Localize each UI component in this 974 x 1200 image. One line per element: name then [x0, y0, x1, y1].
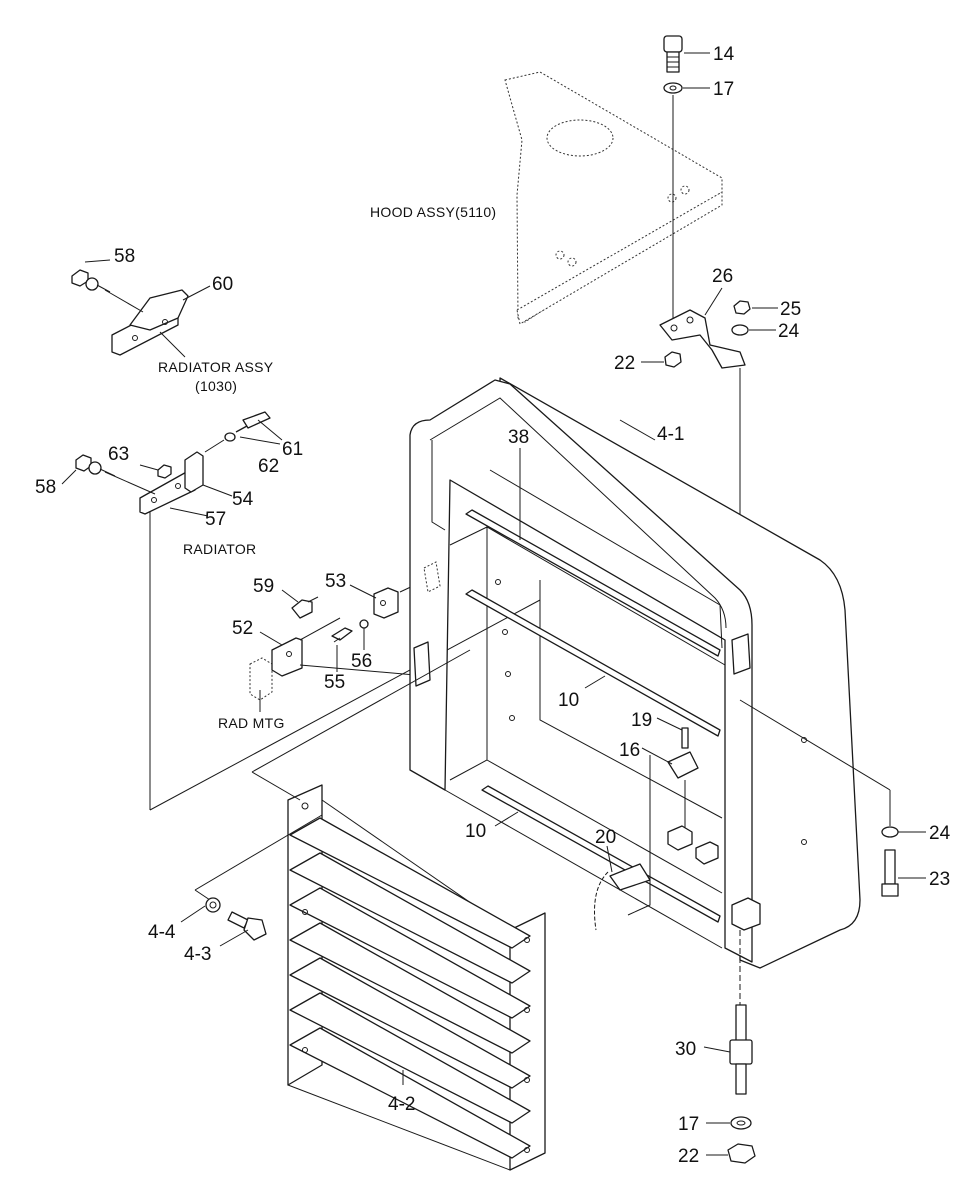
rad-mtg-note: RAD MTG — [218, 715, 285, 731]
callout-58-top: 58 — [114, 246, 135, 267]
nut-25 — [733, 300, 751, 315]
washer-24-top — [731, 324, 749, 336]
callout-10-lower: 10 — [465, 821, 486, 842]
washer-24-right — [881, 826, 899, 838]
seal-10-lower — [481, 785, 721, 923]
callout-17-bottom: 17 — [678, 1114, 699, 1135]
callout-4-4: 4-4 — [148, 922, 176, 943]
washer-17-top — [663, 82, 683, 94]
bolt-55 — [331, 627, 353, 643]
callout-20: 20 — [595, 827, 616, 848]
callout-4-2: 4-2 — [388, 1094, 415, 1115]
callout-16: 16 — [619, 740, 640, 761]
bracket-52 — [271, 637, 303, 677]
callout-61: 61 — [282, 439, 303, 460]
callout-62: 62 — [258, 456, 279, 477]
hood-assy-note: HOOD ASSY(5110) — [370, 204, 496, 220]
plate-54 — [184, 451, 204, 493]
bolt-4-3 — [227, 911, 267, 941]
block-53 — [373, 587, 399, 619]
callout-53: 53 — [325, 571, 346, 592]
callout-4-1: 4-1 — [657, 424, 684, 445]
washer-56 — [359, 619, 369, 629]
bracket-26 — [659, 309, 746, 369]
bolt-61 — [235, 411, 271, 433]
callout-26: 26 — [712, 266, 733, 287]
washer-17-bottom — [730, 1116, 752, 1130]
callout-leaders — [61, 52, 926, 1156]
callout-24-top: 24 — [778, 321, 800, 342]
shroud-4-1 — [409, 377, 861, 969]
seal-38 — [465, 509, 721, 657]
callout-63: 63 — [108, 444, 129, 465]
guard-4-2 — [287, 784, 546, 1171]
block-pair — [667, 825, 719, 865]
callout-38: 38 — [508, 427, 529, 448]
callout-59: 59 — [253, 576, 274, 597]
radiator-assy-note: RADIATOR ASSY — [158, 359, 274, 375]
washer-62 — [224, 432, 236, 442]
bracket-60 — [111, 289, 189, 356]
washer-4-4 — [205, 897, 221, 913]
corner-bracket — [731, 897, 761, 931]
callout-22-top: 22 — [614, 353, 635, 374]
callout-55: 55 — [324, 672, 345, 693]
callout-4-3: 4-3 — [184, 944, 211, 965]
callout-23: 23 — [929, 869, 950, 890]
callout-60: 60 — [212, 274, 233, 295]
radiator-note: RADIATOR — [183, 541, 256, 557]
bolt-58-mid — [75, 454, 116, 477]
callout-52: 52 — [232, 618, 253, 639]
radiator-assy-ref-note: (1030) — [195, 378, 237, 394]
seal-10-upper — [465, 589, 721, 737]
bolt-58-top — [71, 269, 111, 293]
callout-14: 14 — [713, 44, 735, 65]
nut-22-top — [664, 351, 682, 368]
bolt-59 — [291, 596, 319, 619]
hood-assy-outline — [504, 71, 723, 325]
bolt-14 — [663, 35, 683, 73]
bolt-23 — [881, 849, 899, 897]
nut-63 — [157, 464, 172, 479]
rad-mtg-outline — [249, 657, 273, 701]
callout-22-bottom: 22 — [678, 1146, 699, 1167]
latch-16 — [667, 751, 699, 779]
screw-19 — [681, 727, 689, 749]
spacer-30 — [729, 1004, 753, 1095]
callout-54: 54 — [232, 489, 254, 510]
callout-58-mid: 58 — [35, 477, 56, 498]
callout-57: 57 — [205, 509, 226, 530]
callout-56: 56 — [351, 651, 372, 672]
callout-25: 25 — [780, 299, 801, 320]
callout-24-right: 24 — [929, 823, 951, 844]
nut-22-bottom — [727, 1143, 756, 1164]
callout-10-upper: 10 — [558, 690, 579, 711]
chain-20 — [594, 755, 651, 931]
callout-17-top: 17 — [713, 79, 734, 100]
callout-30: 30 — [675, 1039, 696, 1060]
callout-19: 19 — [631, 710, 652, 731]
